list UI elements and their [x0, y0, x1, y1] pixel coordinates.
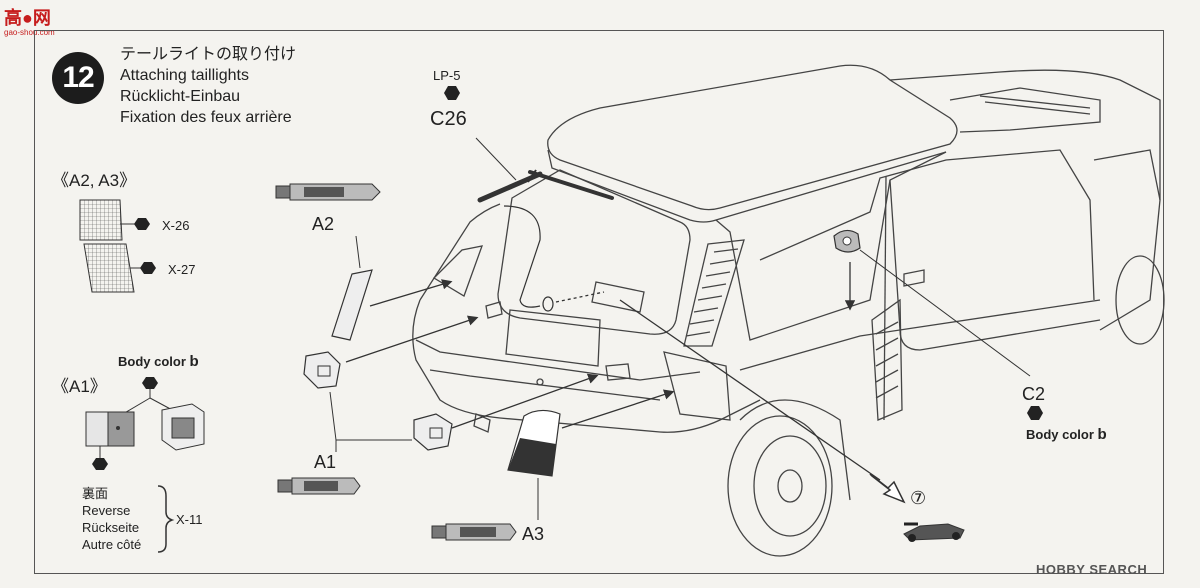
- step7-thumbnail: [900, 514, 970, 544]
- a1-detail-parts: [85, 377, 205, 553]
- part-a3: [507, 409, 561, 520]
- x11-label: X-11: [176, 512, 203, 527]
- c2-body-color-code: b: [1097, 426, 1107, 443]
- a2-label: A2: [312, 214, 335, 234]
- step-titles: テールライトの取り付け Attaching taillights Rücklic…: [120, 44, 296, 128]
- hex-marker-x27: [140, 262, 156, 274]
- hobby-search-watermark: HOBBY SEARCH: [1036, 562, 1148, 577]
- step7-arrow: [869, 473, 906, 504]
- c26-label: C26: [430, 108, 467, 130]
- paint-tube-a1: [277, 477, 361, 495]
- c2-body-color: Body color b: [1026, 426, 1107, 443]
- hex-marker-x26: [134, 218, 150, 230]
- part-a2: [331, 235, 373, 341]
- paint-tube-a2: [275, 183, 381, 201]
- part-a1-upper: [303, 351, 341, 389]
- car-body: [412, 64, 1165, 557]
- a1-body-color: Body color b: [118, 353, 199, 370]
- c2-body-color-text: Body color: [1026, 427, 1094, 442]
- lp5-label: LP-5: [433, 68, 461, 83]
- c2-label: C2: [1022, 384, 1046, 404]
- site-watermark-name: 高●网: [4, 8, 51, 28]
- assembly-arrows: [345, 262, 881, 481]
- x26-label: X-26: [162, 218, 190, 233]
- title-fr: Fixation des feux arrière: [120, 109, 292, 126]
- a1-body-color-text: Body color: [118, 354, 186, 369]
- site-watermark-url: gao-shou.com: [4, 28, 55, 37]
- reverse-ja: 裏面: [82, 486, 109, 501]
- part-a1-lower: [413, 413, 453, 451]
- title-ja: テールライトの取り付け: [120, 46, 297, 63]
- title-de: Rücklicht-Einbau: [120, 88, 241, 105]
- part-c2: [833, 229, 1031, 377]
- group-a2a3-label: 《A2, A3》: [52, 171, 137, 190]
- site-watermark: 高●网 gao-shou.com: [4, 4, 55, 37]
- a1-body-color-code: b: [189, 353, 199, 370]
- title-en: Attaching taillights: [120, 67, 249, 84]
- reverse-de: Rückseite: [82, 520, 140, 535]
- hex-marker-c2: [1027, 406, 1043, 420]
- hex-marker-lp5: [444, 86, 460, 100]
- reverse-fr: Autre côté: [82, 537, 142, 552]
- a3-label: A3: [522, 524, 545, 544]
- step-number-badge: 12: [52, 52, 104, 104]
- paint-tube-a3: [431, 523, 517, 541]
- a1-label: A1: [314, 452, 337, 472]
- wiper-c26: [475, 137, 614, 312]
- x27-label: X-27: [168, 262, 196, 277]
- group-a1-label: 《A1》: [52, 377, 107, 396]
- reverse-side-note: 裏面 Reverse Rückseite Autre côté: [82, 485, 141, 553]
- reverse-en: Reverse: [82, 503, 131, 518]
- decal-sheet-a2a3: [79, 199, 156, 293]
- step-7-reference: ⑦: [910, 488, 927, 508]
